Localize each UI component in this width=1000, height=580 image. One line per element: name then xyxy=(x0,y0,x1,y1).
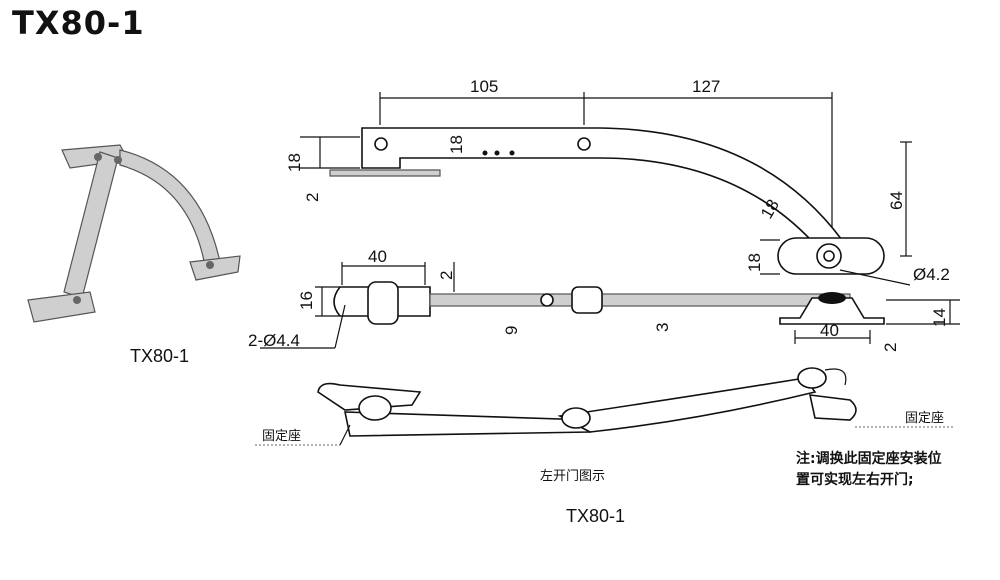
dim-64: 64 xyxy=(887,191,906,210)
dim-18-base: 18 xyxy=(745,253,764,272)
top-view xyxy=(300,92,912,286)
product-title: TX80-1 xyxy=(12,4,145,42)
label-fixed-seat-right: 固定座 xyxy=(905,411,944,426)
dim-105: 105 xyxy=(470,77,498,96)
dim-127: 127 xyxy=(692,77,720,96)
label-fixed-seat-left: 固定座 xyxy=(262,429,301,444)
product-photo xyxy=(27,144,241,323)
dim-16: 16 xyxy=(297,291,316,310)
dim-2-gap: 2 xyxy=(437,271,456,280)
dim-40-side: 40 xyxy=(368,247,387,266)
dim-hole-4-2: Ø4.2 xyxy=(913,265,950,284)
label-left-open-view: 左开门图示 xyxy=(540,469,605,484)
side-view xyxy=(260,262,960,349)
left-open-illustration xyxy=(255,367,955,446)
photo-caption: TX80-1 xyxy=(130,346,189,366)
dim-18-arm: 18 xyxy=(447,135,466,154)
dim-18-bracket: 18 xyxy=(285,153,304,172)
dim-9: 9 xyxy=(502,326,521,335)
dim-3: 3 xyxy=(653,323,672,332)
note-line-1: 注:调换此固定座安装位 xyxy=(796,450,942,467)
dim-holes-4-4: 2-Ø4.4 xyxy=(248,331,300,350)
dim-2-base: 2 xyxy=(881,343,900,352)
drawing-caption: TX80-1 xyxy=(566,506,625,526)
dim-40-base: 40 xyxy=(820,321,839,340)
note-line-2: 置可实现左右开门; xyxy=(796,471,914,488)
dim-2-plate: 2 xyxy=(303,193,322,202)
dim-14: 14 xyxy=(930,308,949,327)
